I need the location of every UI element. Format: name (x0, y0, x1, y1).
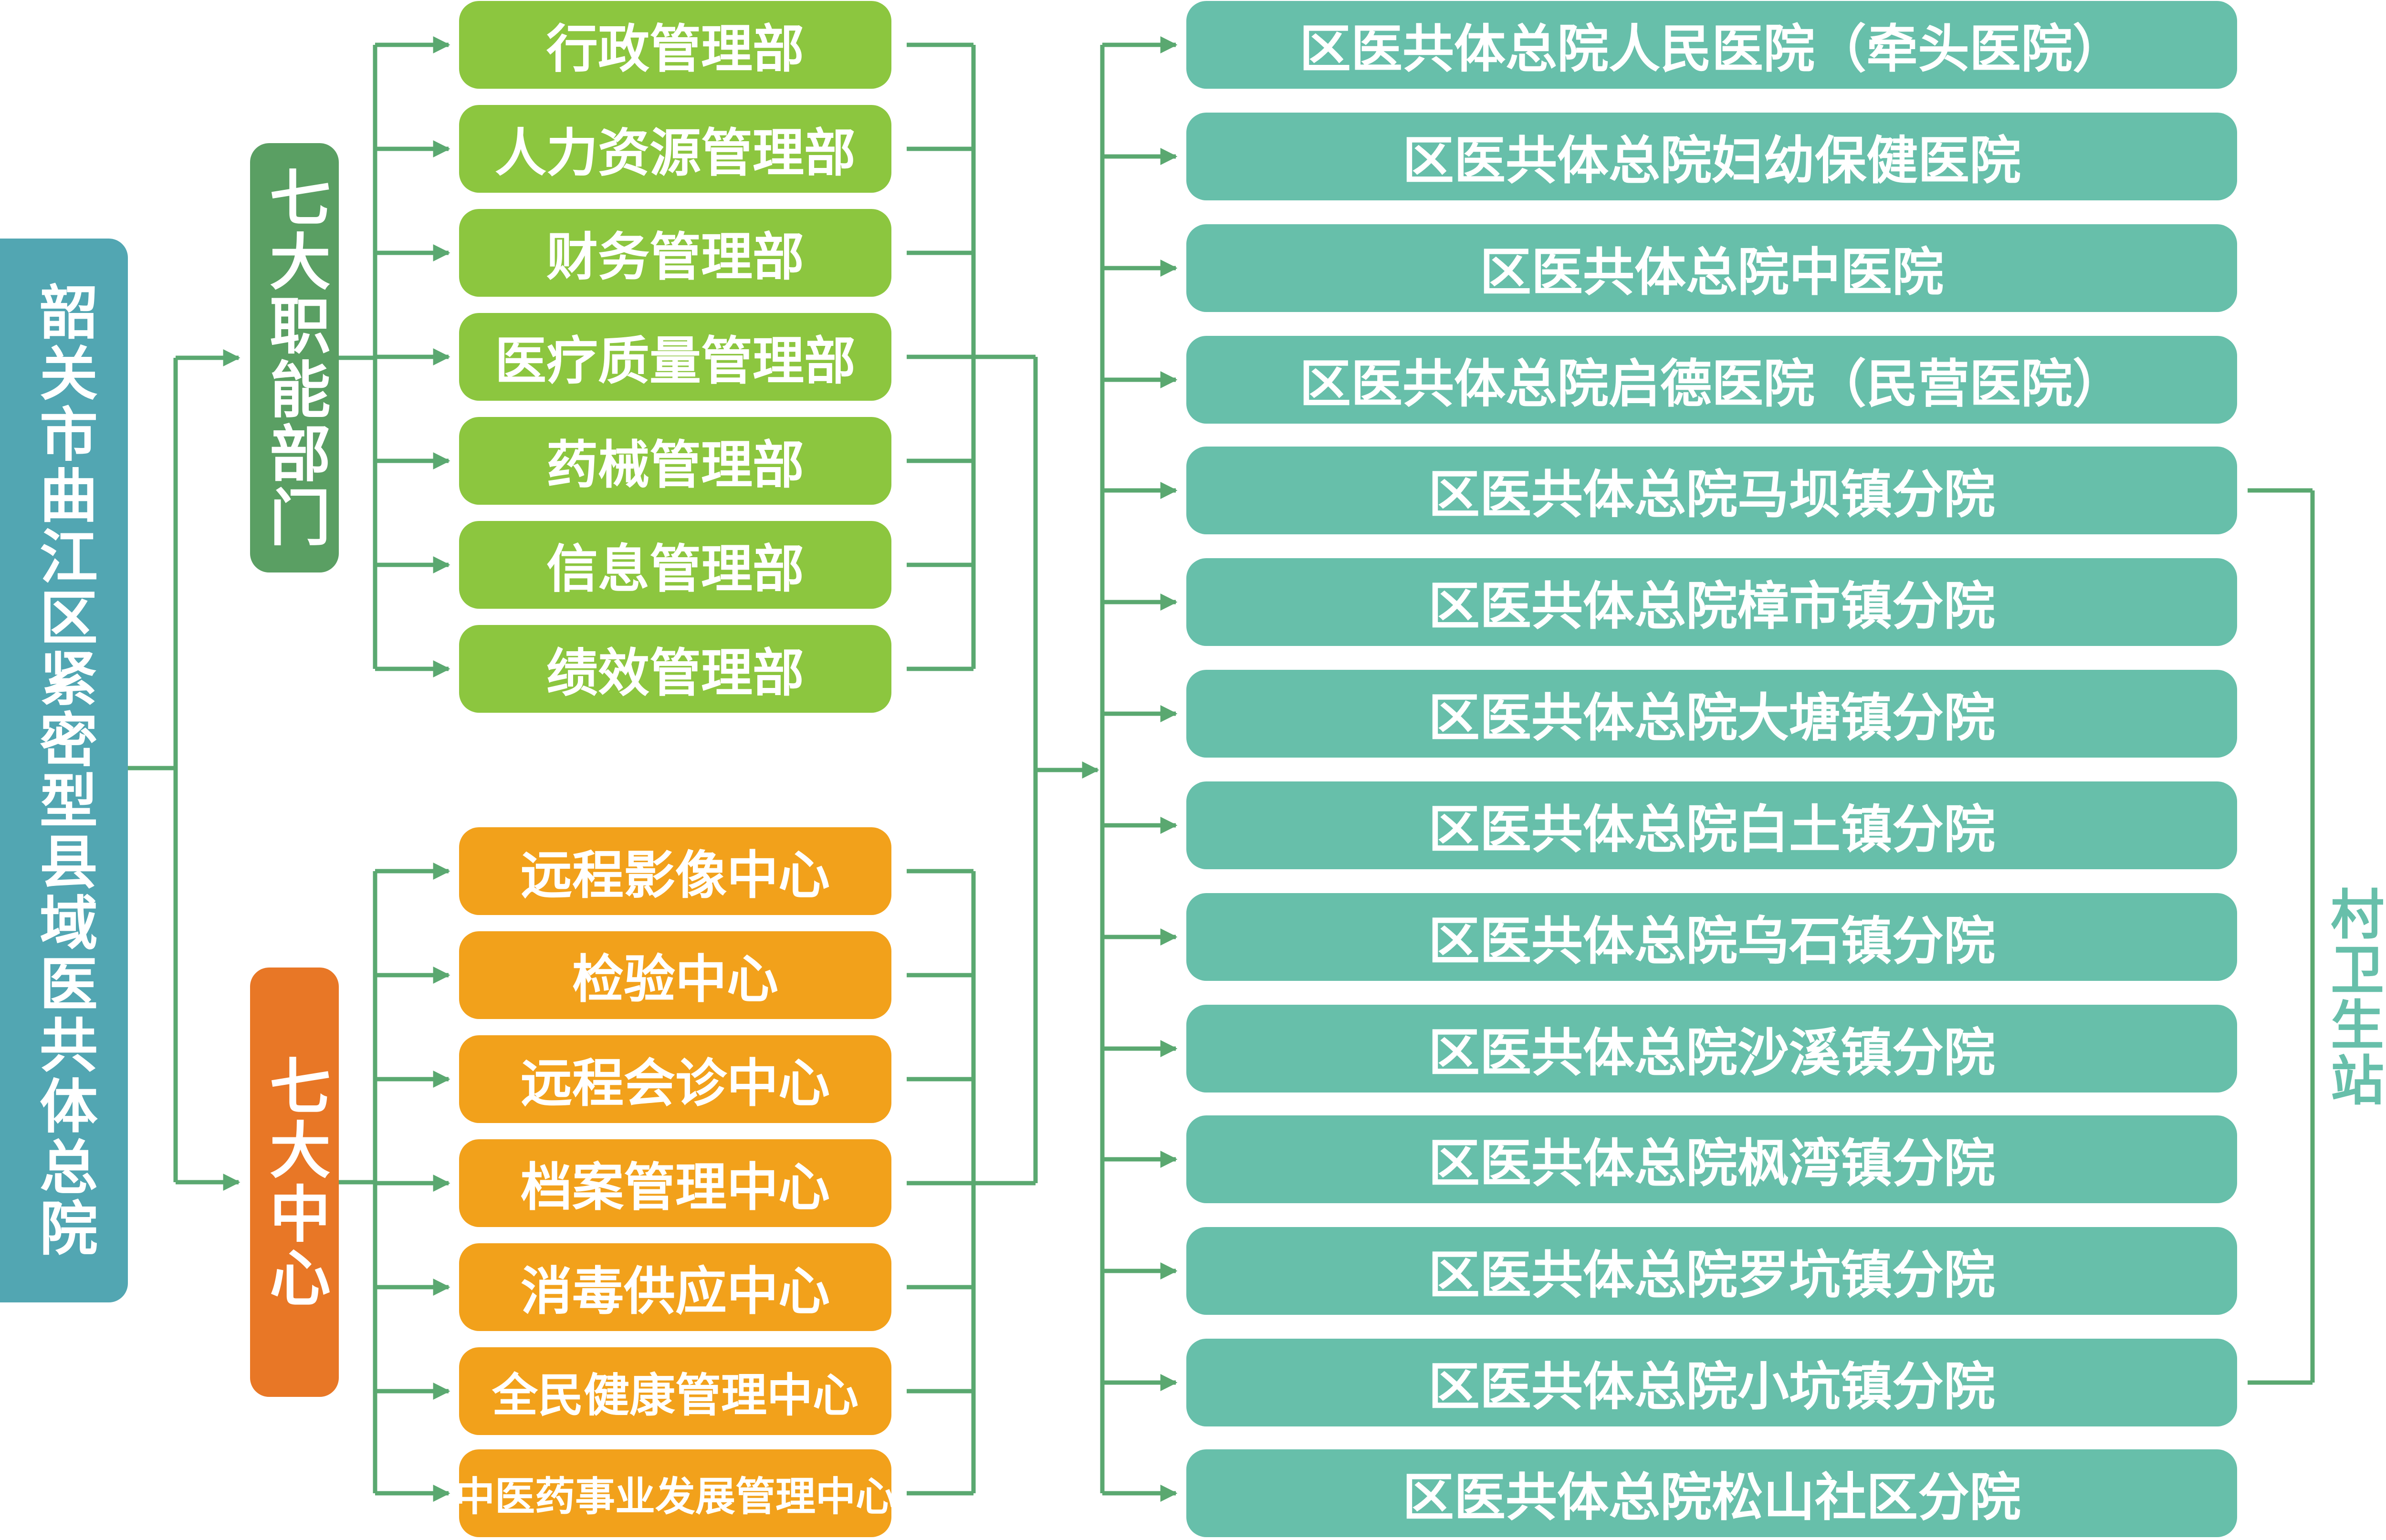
hospital-box: 区医共体总院人民医院（牵头医院） (1186, 1, 2237, 89)
center-box: 远程会诊中心 (459, 1035, 891, 1123)
category-departments: 七大职能部门 (250, 143, 339, 572)
department-box: 财务管理部 (459, 209, 891, 297)
center-box: 档案管理中心 (459, 1139, 891, 1227)
hospital-box: 区医共体总院白土镇分院 (1186, 781, 2237, 869)
department-box: 药械管理部 (459, 417, 891, 505)
center-box: 中医药事业发展管理中心 (455, 1449, 896, 1537)
department-box: 人力资源管理部 (459, 105, 891, 193)
hospital-box: 区医共体总院樟市镇分院 (1186, 558, 2237, 646)
hospital-box: 区医共体总院大塘镇分院 (1186, 670, 2237, 758)
hospital-box: 区医共体总院妇幼保健医院 (1186, 113, 2237, 200)
hospital-box: 区医共体总院乌石镇分院 (1186, 893, 2237, 981)
village-clinic-label: 村卫生站 (2322, 886, 2384, 1108)
hospital-box: 区医共体总院松山社区分院 (1186, 1449, 2237, 1537)
department-box: 绩效管理部 (459, 625, 891, 713)
center-box: 检验中心 (459, 931, 891, 1019)
hospital-box: 区医共体总院枫湾镇分院 (1186, 1115, 2237, 1203)
center-box: 全民健康管理中心 (459, 1347, 891, 1435)
hospital-box: 区医共体总院马坝镇分院 (1186, 447, 2237, 534)
hospital-box: 区医共体总院启德医院（民营医院） (1186, 336, 2237, 424)
hospital-box: 区医共体总院罗坑镇分院 (1186, 1227, 2237, 1315)
department-box: 行政管理部 (459, 1, 891, 89)
root-organization: 韶关市曲江区紧密型县域医共体总院 (0, 239, 128, 1302)
category-centers: 七大中心 (250, 968, 339, 1397)
hospital-box: 区医共体总院小坑镇分院 (1186, 1339, 2237, 1426)
department-box: 医疗质量管理部 (459, 313, 891, 401)
department-box: 信息管理部 (459, 521, 891, 609)
center-box: 远程影像中心 (459, 827, 891, 915)
hospital-box: 区医共体总院沙溪镇分院 (1186, 1005, 2237, 1093)
center-box: 消毒供应中心 (459, 1243, 891, 1331)
hospital-box: 区医共体总院中医院 (1186, 224, 2237, 312)
